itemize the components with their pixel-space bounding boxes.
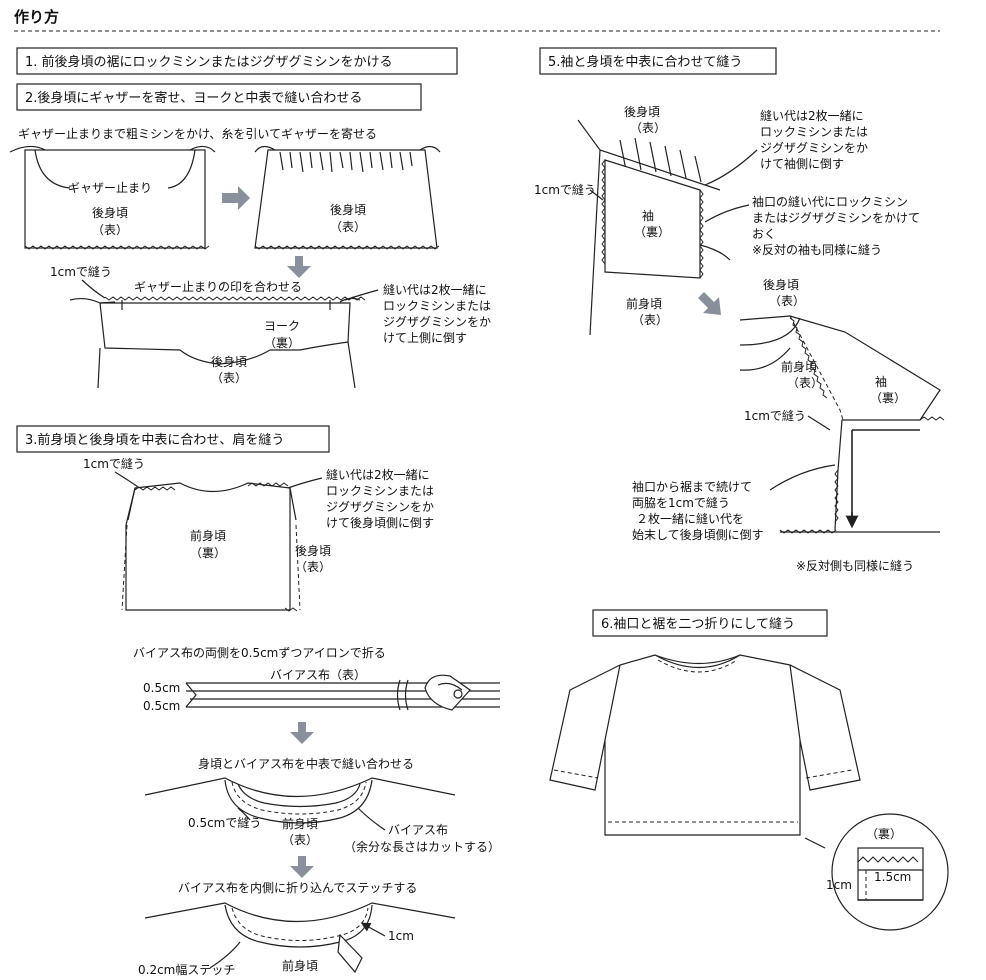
- s5-front-body-side-2: （表）: [787, 376, 823, 390]
- step1-heading: 1. 前後身頃の裾にロックミシンまたはジグザグミシンをかける: [25, 54, 393, 70]
- s5-sew-1cm-b: 1cmで縫う: [744, 408, 806, 423]
- s5-note-c3: ２枚一緒に縫い代を: [636, 511, 744, 526]
- iron-icon: [424, 674, 471, 711]
- yoke-side: （裏）: [264, 335, 300, 350]
- s5-sleeve-side-2: （裏）: [870, 390, 906, 405]
- gather-stop-label: ギャザー止まり: [68, 181, 152, 195]
- s5-note-a1: 縫い代は2枚一緒に: [760, 108, 864, 123]
- s5-front-body-2: 前身頃: [781, 359, 817, 374]
- step6-heading: 6.袖口と裾を二つ折りにして縫う: [601, 617, 795, 632]
- bias-dim-bottom: 0.5cm: [143, 699, 180, 713]
- s5-back-body-side: （表）: [630, 121, 666, 135]
- yoke-note-1: 縫い代は2枚一緒に: [383, 282, 487, 297]
- s5-back-body-2: 後身頃: [763, 277, 799, 292]
- s5-note-c4: 始末して後身頃側に倒す: [632, 527, 764, 542]
- stitch-02-label: 0.2cm幅ステッチ: [138, 962, 235, 977]
- step1-box: [16, 47, 458, 75]
- s6-dim-15cm: 1.5cm: [874, 870, 911, 884]
- side-seam-diagram: [739, 315, 945, 534]
- s5-note-b3: おく: [752, 227, 776, 241]
- arrow-right-icon: [222, 186, 250, 210]
- s5-note-c5: ※反対側も同様に縫う: [796, 558, 914, 573]
- arrow-down-icon-3: [290, 856, 314, 878]
- back-body-label-2: 後身頃: [330, 202, 366, 217]
- s5-back-body: 後身頃: [624, 104, 660, 119]
- s5-sleeve-side: （裏）: [634, 224, 670, 239]
- s5-note-b1: 袖口の縫い代にロックミシン: [752, 194, 908, 209]
- bias-fold-instruction: バイアス布の両側を0.5cmずつアイロンで折る: [133, 645, 386, 660]
- front-body-side-1: （裏）: [190, 545, 226, 560]
- back-body-label-3: 後身頃: [211, 354, 247, 369]
- s5-sew-1cm: 1cmで縫う: [534, 182, 596, 197]
- back-body-panel-flat: [9, 145, 216, 250]
- shoulder-note-2: ロックミシンまたは: [326, 484, 434, 498]
- back-body-side-2: （表）: [330, 220, 366, 234]
- bias-dim-top: 0.5cm: [143, 681, 180, 695]
- bias-sew-05: 0.5cmで縫う: [188, 815, 261, 830]
- finished-tshirt: [549, 654, 861, 836]
- s6-dim-1cm: 1cm: [826, 878, 852, 892]
- page-title: 作り方: [14, 8, 59, 26]
- yoke-note-2: ロックミシンまたは: [383, 299, 491, 313]
- bias-dim-1cm: 1cm: [388, 929, 414, 943]
- s5-note-c2: 両脇を1cmで縫う: [632, 495, 730, 510]
- back-body-label-1: 後身頃: [92, 205, 128, 220]
- shoulder-note-1: 縫い代は2枚一緒に: [326, 467, 430, 482]
- s5-sleeve-2: 袖: [875, 374, 887, 389]
- back-body-label-4: 後身頃: [295, 543, 331, 558]
- bias-tape-strip: [185, 679, 500, 711]
- yoke-sew-1cm: 1cmで縫う: [50, 264, 112, 279]
- neckline-bias-sewn: [144, 777, 456, 824]
- s5-note-b4: ※反対の袖も同様に縫う: [752, 242, 882, 257]
- bias-tape-label: バイアス布（表）: [270, 668, 366, 682]
- step2-heading: 2.後身頃にギャザーを寄せ、ヨークと中表で縫い合わせる: [25, 90, 362, 106]
- back-body-side-1: （表）: [92, 223, 128, 237]
- arrow-diagonal-icon: [698, 292, 721, 315]
- shoulder-note-3: ジグザグミシンをか: [326, 500, 434, 514]
- s6-wrong-side: （裏）: [866, 826, 902, 841]
- s5-note-b2: またはジグザグミシンをかけて: [752, 211, 920, 225]
- s5-note-a4: けて袖側に倒す: [760, 156, 844, 171]
- bias-cut-note: （余分な長さはカットする）: [344, 839, 500, 854]
- arrow-down-icon-2: [290, 722, 314, 744]
- yoke-note-3: ジグザグミシンをか: [383, 315, 491, 329]
- s5-sleeve: 袖: [642, 208, 654, 223]
- s5-note-a2: ロックミシンまたは: [760, 125, 868, 139]
- arrow-down-icon: [287, 256, 311, 278]
- front-body-label-3: 前身頃: [282, 958, 318, 973]
- bias-sew-instruction: 身頃とバイアス布を中表で縫い合わせる: [198, 756, 414, 771]
- s5-front-body: 前身頃: [626, 296, 662, 311]
- back-body-side-3: （表）: [211, 371, 247, 385]
- back-body-side-4: （表）: [295, 560, 331, 574]
- front-body-shoulder: [121, 482, 301, 612]
- bias-fold-in-instruction: バイアス布を内側に折り込んでステッチする: [178, 880, 417, 895]
- step2-box: [16, 83, 422, 111]
- hem-detail-zoom: [804, 813, 949, 931]
- s5-note-a3: ジグザグミシンをか: [760, 141, 868, 155]
- yoke-note-4: けて上側に倒す: [383, 331, 467, 345]
- sleeve-attach-diagram: [577, 119, 731, 336]
- step6-box: [592, 609, 828, 637]
- back-body-panel-gathered: [254, 145, 441, 250]
- bias-cloth-label: バイアス布: [388, 823, 448, 837]
- step3-heading: 3.前身頃と後身頃を中表に合わせ、肩を縫う: [25, 432, 284, 448]
- front-body-label-2: 前身頃: [282, 816, 318, 831]
- yoke-panel: [69, 296, 366, 389]
- shoulder-note-4: けて後身頃側に倒す: [326, 515, 434, 530]
- align-marks-label: ギャザー止まりの印を合わせる: [134, 279, 302, 294]
- gather-instruction: ギャザー止まりまで粗ミシンをかけ、糸を引いてギャザーを寄せる: [18, 126, 377, 141]
- s5-back-body-side-2: （表）: [769, 294, 805, 308]
- s5-front-body-side: （表）: [632, 313, 668, 327]
- front-body-label-1: 前身頃: [190, 528, 226, 543]
- step5-heading: 5.袖と身頃を中表に合わせて縫う: [548, 54, 742, 70]
- step3-box: [16, 425, 330, 453]
- front-body-side-2: （表）: [282, 833, 318, 847]
- yoke-label: ヨーク: [264, 319, 300, 333]
- s5-note-c1: 袖口から裾まで続けて: [632, 479, 752, 494]
- step5-box: [539, 47, 777, 75]
- shoulder-sew-1cm: 1cmで縫う: [83, 456, 145, 471]
